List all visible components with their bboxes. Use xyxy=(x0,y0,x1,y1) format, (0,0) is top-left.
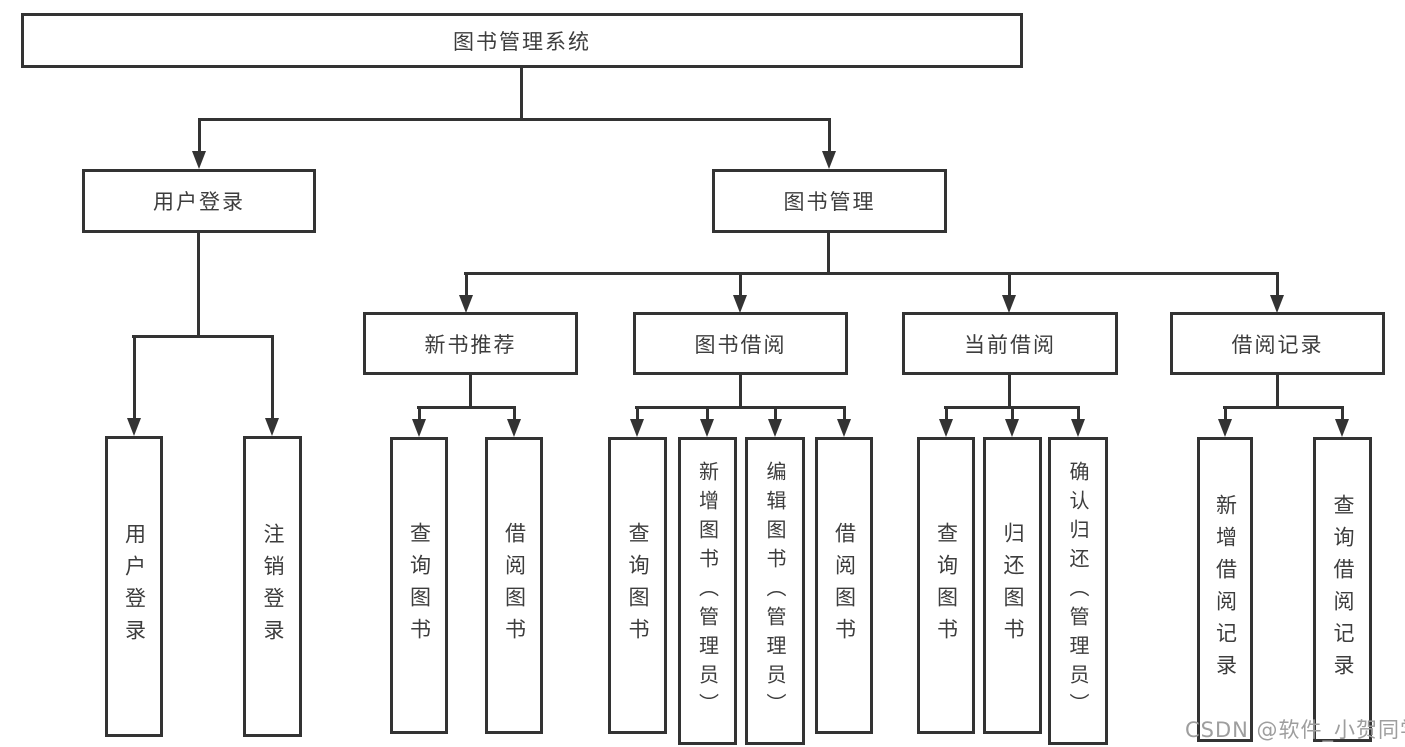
node-book-management: 图书管理 xyxy=(712,169,947,233)
connector-line xyxy=(635,406,846,409)
leaf-query-books: 查询图书 xyxy=(917,437,975,734)
leaf-label: 借阅图书 xyxy=(502,521,527,650)
connector-line xyxy=(132,335,274,338)
node-new-book-recommend: 新书推荐 xyxy=(363,312,578,375)
arrowhead-down-icon xyxy=(1218,419,1232,437)
leaf-label: 查询图书 xyxy=(407,521,432,650)
leaf-logout: 注销登录 xyxy=(243,436,302,737)
connector-line xyxy=(198,118,201,154)
connector-line xyxy=(739,375,742,409)
connector-line xyxy=(1008,272,1011,297)
leaf-return-books: 归还图书 xyxy=(983,437,1042,734)
arrowhead-down-icon xyxy=(1071,419,1085,437)
connector-line xyxy=(827,233,830,275)
csdn-watermark: CSDN @软件_小贺同学 xyxy=(1185,718,1405,742)
connector-line xyxy=(197,233,200,335)
leaf-label: 查询图书 xyxy=(626,521,650,650)
node-label: 当前借阅 xyxy=(964,332,1056,357)
node-book-borrow: 图书借阅 xyxy=(633,312,848,375)
arrowhead-down-icon xyxy=(1335,419,1349,437)
connector-line xyxy=(198,118,831,121)
arrowhead-down-icon xyxy=(939,419,953,437)
arrowhead-down-icon xyxy=(507,419,521,437)
connector-line xyxy=(520,68,523,118)
arrowhead-down-icon xyxy=(630,419,644,437)
arrowhead-down-icon xyxy=(1270,295,1284,313)
leaf-borrow-books: 借阅图书 xyxy=(815,437,873,734)
arrowhead-down-icon xyxy=(412,419,426,437)
arrowhead-down-icon xyxy=(822,151,836,169)
leaf-confirm-return-admin: 确认归还（管理员） xyxy=(1048,437,1108,745)
arrowhead-down-icon xyxy=(837,419,851,437)
connector-line xyxy=(843,406,846,421)
connector-line xyxy=(1276,375,1279,409)
leaf-borrow-books: 借阅图书 xyxy=(485,437,543,734)
leaf-edit-books-admin: 编辑图书（管理员） xyxy=(745,437,805,745)
connector-line xyxy=(465,272,468,297)
arrowhead-down-icon xyxy=(192,151,206,169)
connector-line xyxy=(1077,406,1080,421)
connector-line xyxy=(271,335,274,420)
arrowhead-down-icon xyxy=(733,295,747,313)
leaf-label: 借阅图书 xyxy=(832,521,857,650)
connector-line xyxy=(706,406,709,421)
leaf-label: 新增借阅记录 xyxy=(1213,493,1238,686)
leaf-add-books-admin: 新增图书（管理员） xyxy=(678,437,737,745)
connector-line xyxy=(1276,272,1279,297)
leaf-add-borrow-record: 新增借阅记录 xyxy=(1197,437,1253,742)
connector-line xyxy=(636,406,639,421)
node-label: 图书管理系统 xyxy=(453,29,591,54)
leaf-label: 确认归还（管理员） xyxy=(1066,460,1090,722)
leaf-query-borrow-record: 查询借阅记录 xyxy=(1313,437,1372,742)
connector-line xyxy=(1223,406,1344,409)
connector-line xyxy=(1341,406,1344,421)
arrowhead-down-icon xyxy=(1005,419,1019,437)
node-label: 借阅记录 xyxy=(1231,332,1324,357)
arrowhead-down-icon xyxy=(265,418,279,436)
node-label: 图书借阅 xyxy=(694,332,787,357)
connector-line xyxy=(1011,406,1014,421)
arrowhead-down-icon xyxy=(768,419,782,437)
arrowhead-down-icon xyxy=(700,419,714,437)
node-label: 新书推荐 xyxy=(424,332,517,357)
node-label: 图书管理 xyxy=(783,190,876,214)
leaf-label: 归还图书 xyxy=(1001,521,1025,650)
leaf-label: 用户登录 xyxy=(122,522,147,651)
node-user-login: 用户登录 xyxy=(82,169,316,233)
connector-line xyxy=(828,118,831,154)
node-current-borrow: 当前借阅 xyxy=(902,312,1118,375)
connector-line xyxy=(417,406,516,409)
connector-line xyxy=(133,335,136,420)
leaf-label: 注销登录 xyxy=(261,522,285,651)
node-borrow-records: 借阅记录 xyxy=(1170,312,1385,375)
connector-line xyxy=(774,406,777,421)
arrowhead-down-icon xyxy=(459,295,473,313)
node-root-library-system: 图书管理系统 xyxy=(21,13,1023,68)
leaf-label: 查询图书 xyxy=(934,521,959,650)
connector-line xyxy=(469,375,472,409)
connector-line xyxy=(945,406,948,421)
connector-line xyxy=(1008,375,1011,409)
leaf-user-login: 用户登录 xyxy=(105,436,163,737)
connector-line xyxy=(513,406,516,421)
connector-line xyxy=(464,272,1279,275)
leaf-query-books: 查询图书 xyxy=(608,437,667,734)
leaf-label: 查询借阅记录 xyxy=(1331,493,1355,686)
leaf-label: 新增图书（管理员） xyxy=(695,460,720,722)
connector-line xyxy=(1224,406,1227,421)
connector-line xyxy=(739,272,742,297)
connector-line xyxy=(418,406,421,421)
leaf-label: 编辑图书（管理员） xyxy=(763,460,787,722)
arrowhead-down-icon xyxy=(127,418,141,436)
leaf-query-books: 查询图书 xyxy=(390,437,448,734)
node-label: 用户登录 xyxy=(153,190,245,214)
arrowhead-down-icon xyxy=(1002,295,1016,313)
